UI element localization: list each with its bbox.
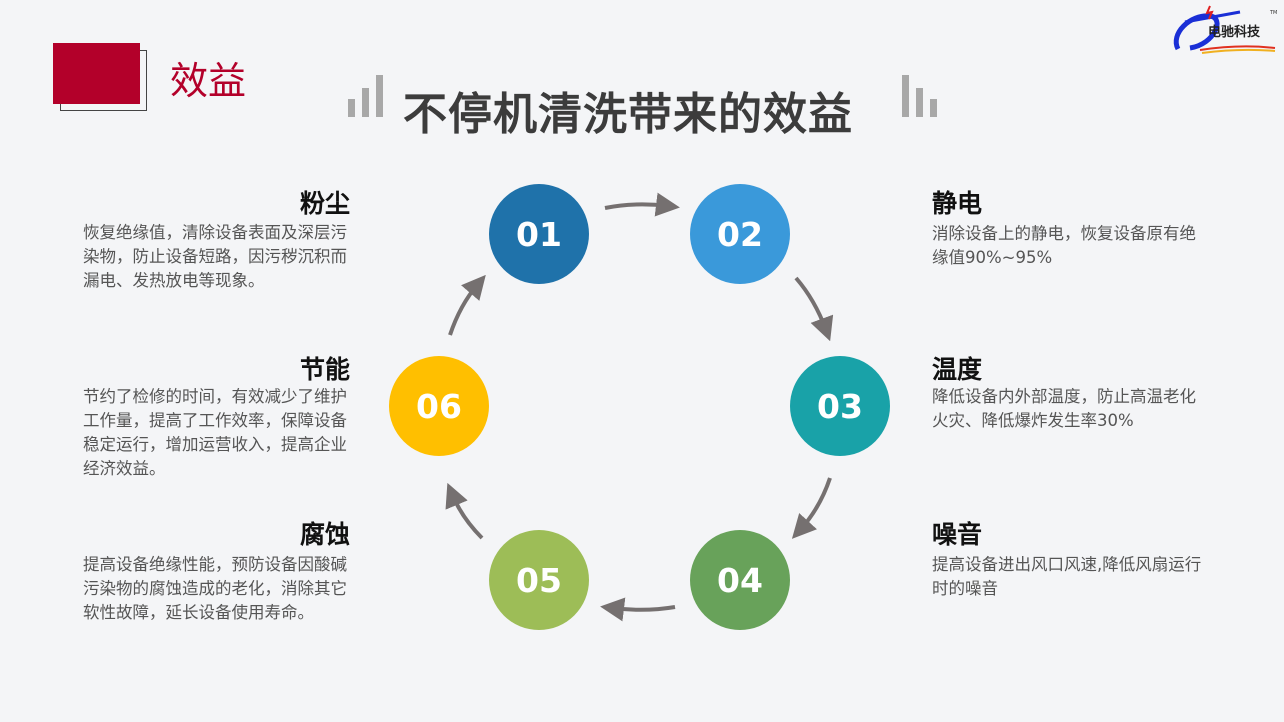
section-label: 效益 bbox=[170, 59, 247, 103]
body-energy: 节约了检修的时间，有效减少了维护工作量，提高了工作效率，保障设备稳定运行，增加运… bbox=[83, 387, 347, 478]
step-circle-06: 06 bbox=[389, 356, 489, 456]
svg-text:TM: TM bbox=[1269, 10, 1277, 16]
arrow-06-01 bbox=[448, 274, 486, 336]
body-temperature: 降低设备内外部温度，防止高温老化火灾、降低爆炸发生率30% bbox=[932, 387, 1196, 430]
step-circle-05: 05 bbox=[489, 530, 589, 630]
heading-dust: 粉尘 bbox=[299, 189, 350, 218]
arrow-05-06 bbox=[445, 482, 484, 540]
heading-temperature: 温度 bbox=[932, 355, 983, 384]
arrow-02-03 bbox=[794, 276, 834, 342]
step-circle-02: 02 bbox=[690, 184, 790, 284]
heading-static: 静电 bbox=[932, 189, 983, 218]
section-marker bbox=[53, 43, 140, 104]
heading-corrosion: 腐蚀 bbox=[299, 520, 350, 549]
step-circle-03: 03 bbox=[790, 356, 890, 456]
logo-text: 电驰科技 bbox=[1208, 24, 1261, 40]
arrow-03-04 bbox=[791, 477, 832, 539]
heading-noise: 噪音 bbox=[932, 520, 983, 549]
arrow-04-05 bbox=[600, 597, 676, 622]
body-dust: 恢复绝缘值，清除设备表面及深层污染物，防止设备短路，因污秽沉积而漏电、发热放电等… bbox=[83, 223, 347, 290]
arrow-01-02 bbox=[604, 192, 680, 217]
body-noise: 提高设备进出风口风速,降低风扇运行时的噪音 bbox=[932, 555, 1202, 598]
body-static: 消除设备上的静电，恢复设备原有绝缘值90%~95% bbox=[932, 224, 1196, 267]
step-circle-04: 04 bbox=[690, 530, 790, 630]
body-corrosion: 提高设备绝缘性能，预防设备因酸碱污染物的腐蚀造成的老化，消除其它软性故障，延长设… bbox=[83, 555, 347, 622]
heading-energy: 节能 bbox=[299, 355, 350, 384]
step-circle-01: 01 bbox=[489, 184, 589, 284]
page-title: 不停机清洗带来的效益 bbox=[403, 89, 853, 140]
company-logo: 电驰科技 TM bbox=[1170, 4, 1280, 56]
